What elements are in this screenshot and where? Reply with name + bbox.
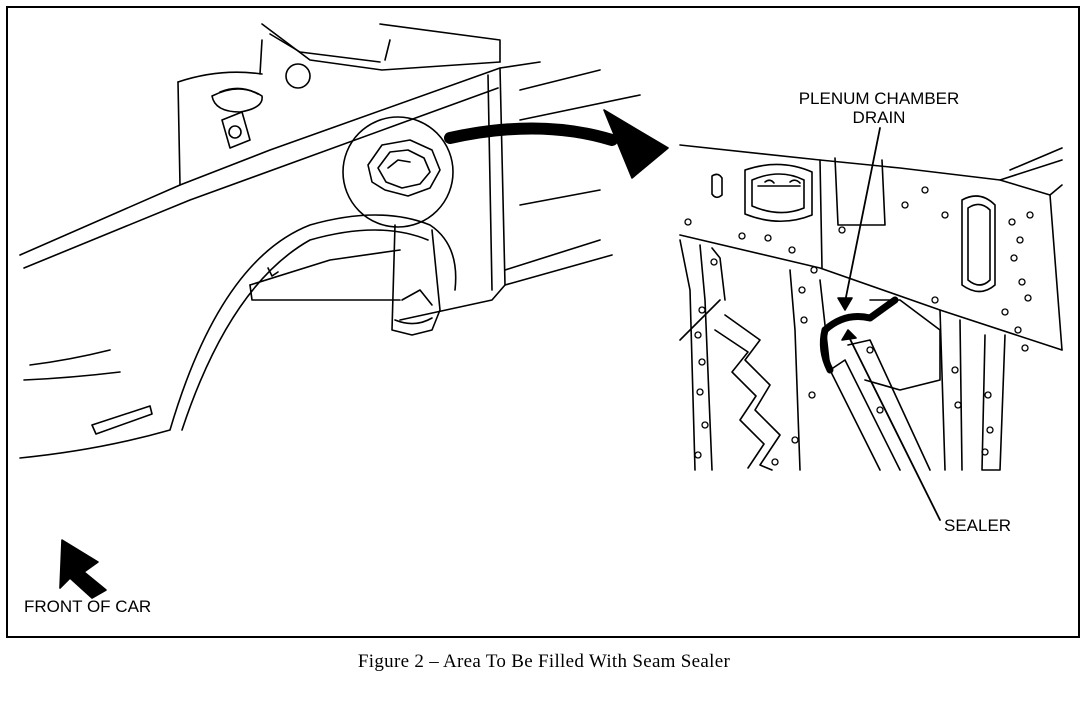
figure-caption: Figure 2 – Area To Be Filled With Seam S…: [357, 651, 731, 672]
rivet-holes: [684, 186, 1034, 466]
detail-drawing: [679, 127, 1063, 521]
plenum-chamber-drain-line1: PLENUM CHAMBER: [798, 89, 960, 108]
plenum-chamber-drain-label: PLENUM CHAMBER DRAIN: [790, 89, 968, 127]
front-of-car-label: FRONT OF CAR: [24, 597, 152, 616]
quarter-panel-drawing: [19, 23, 641, 459]
sealer-label: SEALER: [944, 516, 1012, 535]
figure-frame: [6, 6, 1080, 638]
curved-arrow-right-icon: [444, 109, 669, 179]
arrow-down-right-icon: [59, 539, 107, 599]
plenum-chamber-drain-line2: DRAIN: [852, 108, 906, 127]
